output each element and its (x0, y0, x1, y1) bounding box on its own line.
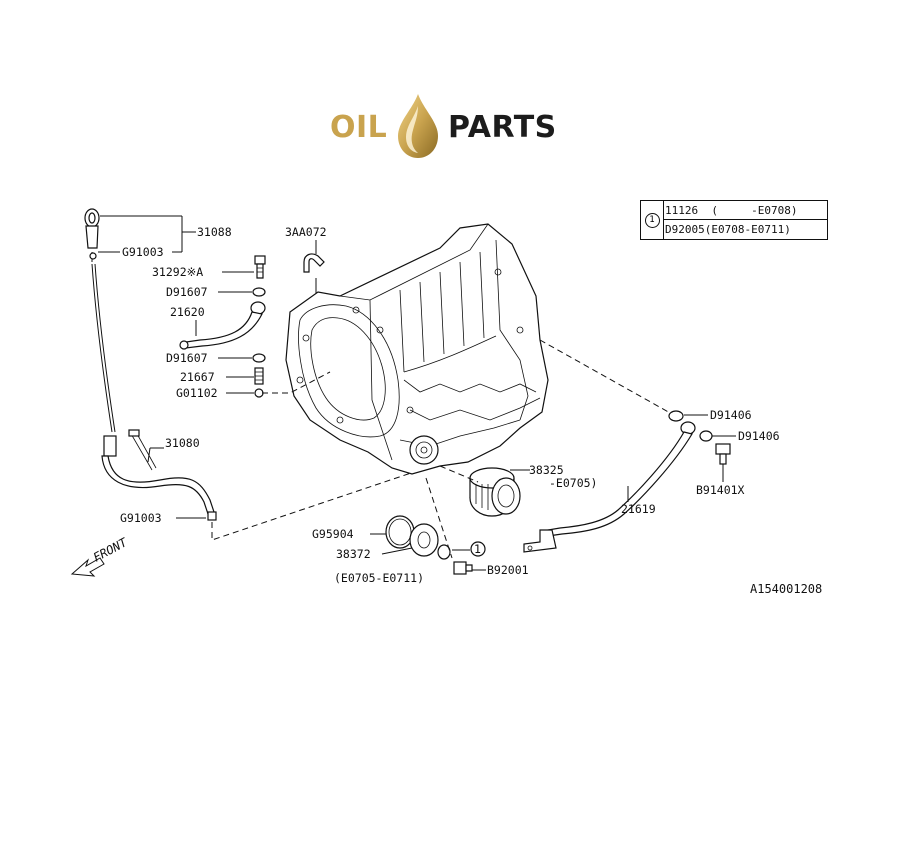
callout-d91607-bottom: D91607 (166, 351, 208, 365)
front-arrow: FRONT (70, 535, 130, 577)
washer-d91607-top (252, 287, 266, 297)
callout-21667: 21667 (180, 370, 215, 384)
callout-g91003-top: G91003 (122, 245, 164, 259)
oil-tube-31080 (101, 429, 215, 515)
bolt-b92001 (453, 561, 473, 575)
callout-38325: 38325 (529, 463, 564, 477)
callout-g91003-bottom: G91003 (120, 511, 162, 525)
callout-31088: 31088 (197, 225, 232, 239)
reference-table-marker: 1 (641, 201, 664, 239)
callout-38372: 38372 (336, 547, 371, 561)
callout-g01102: G01102 (176, 386, 218, 400)
diagram-code: A154001208 (750, 582, 823, 596)
callout-38325-range: -E0705) (549, 476, 597, 490)
pipe-21620 (179, 301, 266, 350)
callout-d91607-top: D91607 (166, 285, 208, 299)
callout-21619: 21619 (621, 502, 656, 516)
pipe-21619 (523, 421, 696, 553)
callout-b92001: B92001 (487, 563, 529, 577)
spring-21667 (254, 367, 264, 385)
circle-ref-1 (470, 541, 486, 557)
washer-d91406-b (699, 430, 713, 442)
front-label: FRONT (91, 535, 130, 565)
washer-d91406-a (668, 410, 684, 422)
dipstick-31088 (84, 208, 116, 433)
callout-21620: 21620 (170, 305, 205, 319)
callout-b91401x: B91401X (696, 483, 745, 497)
logo-word-parts: PARTS (448, 110, 557, 145)
breather-hose-3aa072 (303, 253, 325, 273)
oil-filter-38325 (469, 467, 521, 517)
callout-31292: 31292※A (152, 265, 203, 279)
callout-g95904: G95904 (312, 527, 354, 541)
bolt-b91401x (715, 443, 731, 465)
oil-drop-icon (398, 94, 438, 158)
plug-31292 (254, 255, 266, 279)
reference-marker-circle: 1 (644, 212, 660, 228)
adapter-38372 (409, 523, 439, 557)
washer-d91607-bottom (252, 353, 266, 363)
oil-parts-logo: OIL PARTS (330, 90, 570, 160)
callout-31080: 31080 (165, 436, 200, 450)
circle-ref-label: 1 (474, 542, 481, 556)
reference-table-row: 11126 ( -E0708) (663, 201, 827, 220)
transmission-case (285, 223, 549, 475)
logo-word-oil: OIL (330, 110, 388, 145)
reference-table-row: D92005(E0708-E0711) (665, 223, 791, 236)
callout-38372-range: (E0705-E0711) (334, 571, 424, 585)
ball-g01102 (254, 388, 264, 398)
gasket-1 (437, 544, 451, 560)
callout-d91406-b: D91406 (738, 429, 780, 443)
callout-d91406-a: D91406 (710, 408, 752, 422)
o-ring-g95904 (385, 515, 415, 549)
reference-table: 1 11126 ( -E0708) D92005(E0708-E0711) (640, 200, 828, 240)
callout-3aa072: 3AA072 (285, 225, 327, 239)
